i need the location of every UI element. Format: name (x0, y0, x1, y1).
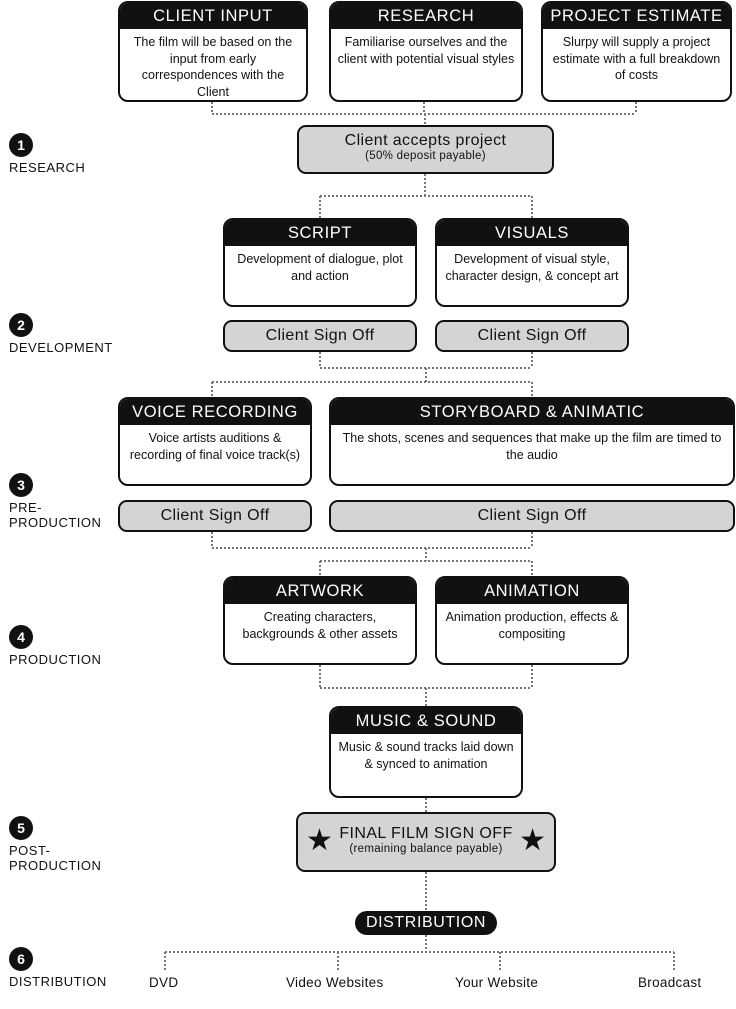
outlet-broadcast: Broadcast (638, 975, 702, 990)
project-estimate-card: PROJECT ESTIMATE Slurpy will supply a pr… (541, 1, 732, 102)
stage-label: PRODUCTION (9, 652, 102, 667)
storyboard-client-sign-off: Client Sign Off (329, 500, 735, 532)
storyboard-animatic-description: The shots, scenes and sequences that mak… (342, 431, 722, 462)
client-input-title: CLIENT INPUT (120, 3, 306, 29)
research-description: Familiarise ourselves and the client wit… (337, 35, 515, 66)
script-title: SCRIPT (225, 220, 415, 246)
animation-card: ANIMATION Animation production, effects … (435, 576, 629, 665)
artwork-card: ARTWORK Creating characters, backgrounds… (223, 576, 417, 665)
stage-label: DISTRIBUTION (9, 974, 107, 989)
outlet-video-websites: Video Websites (286, 975, 384, 990)
script-card: SCRIPT Development of dialogue, plot and… (223, 218, 417, 307)
outlet-dvd: DVD (149, 975, 179, 990)
animation-title: ANIMATION (437, 578, 627, 604)
visuals-card: VISUALS Development of visual style, cha… (435, 218, 629, 307)
music-sound-title: MUSIC & SOUND (331, 708, 521, 734)
stage-research: 1 RESEARCH (9, 133, 129, 175)
stage-label: RESEARCH (9, 160, 86, 175)
deposit-note: (50% deposit payable) (365, 150, 486, 162)
sign-off-label: Client Sign Off (160, 507, 270, 524)
stage-production: 4 PRODUCTION (9, 625, 129, 667)
visuals-client-sign-off: Client Sign Off (435, 320, 629, 352)
script-client-sign-off: Client Sign Off (223, 320, 417, 352)
stage-development: 2 DEVELOPMENT (9, 313, 129, 355)
storyboard-animatic-card: STORYBOARD & ANIMATIC The shots, scenes … (329, 397, 735, 486)
sign-off-label: Client Sign Off (477, 327, 587, 344)
stage-label: DEVELOPMENT (9, 340, 113, 355)
voice-client-sign-off: Client Sign Off (118, 500, 312, 532)
artwork-description: Creating characters, backgrounds & other… (242, 610, 398, 641)
distribution-pill: DISTRIBUTION (355, 911, 497, 935)
animation-description: Animation production, effects & composit… (445, 610, 619, 641)
visuals-title: VISUALS (437, 220, 627, 246)
sign-off-label: Client Sign Off (265, 327, 375, 344)
stage-number-badge: 5 (9, 816, 33, 840)
stage-post-production: 5 POST-PRODUCTION (9, 816, 119, 873)
research-card: RESEARCH Familiarise ourselves and the c… (329, 1, 523, 102)
final-film-sign-off-title: FINAL FILM SIGN OFF (339, 825, 513, 842)
script-description: Development of dialogue, plot and action (237, 252, 403, 283)
outlet-your-website: Your Website (455, 975, 539, 990)
balance-note: (remaining balance payable) (349, 843, 503, 855)
visuals-description: Development of visual style, character d… (445, 252, 619, 283)
stage-number-badge: 6 (9, 947, 33, 971)
client-input-description: The film will be based on the input from… (133, 35, 293, 99)
project-estimate-description: Slurpy will supply a project estimate wi… (552, 35, 721, 82)
music-sound-card: MUSIC & SOUND Music & sound tracks laid … (329, 706, 523, 798)
stage-number-badge: 1 (9, 133, 33, 157)
sign-off-label: Client Sign Off (477, 507, 587, 524)
stage-number-badge: 4 (9, 625, 33, 649)
client-accepts-project: Client accepts project (50% deposit paya… (297, 125, 554, 174)
stage-number-badge: 2 (9, 313, 33, 337)
voice-recording-description: Voice artists auditions & recording of f… (129, 431, 301, 462)
artwork-title: ARTWORK (225, 578, 415, 604)
stage-distribution: 6 DISTRIBUTION (9, 947, 129, 989)
stage-pre-production: 3 PRE-PRODUCTION (9, 473, 119, 530)
research-title: RESEARCH (331, 3, 521, 29)
stage-label: POST-PRODUCTION (9, 843, 102, 873)
client-input-card: CLIENT INPUT The film will be based on t… (118, 1, 308, 102)
music-sound-description: Music & sound tracks laid down & synced … (338, 740, 514, 771)
star-icon: ★ (306, 824, 333, 857)
storyboard-animatic-title: STORYBOARD & ANIMATIC (331, 399, 733, 425)
stage-label: PRE-PRODUCTION (9, 500, 102, 530)
final-film-sign-off: ★ ★ FINAL FILM SIGN OFF (remaining balan… (296, 812, 556, 872)
voice-recording-card: VOICE RECORDING Voice artists auditions … (118, 397, 312, 486)
voice-recording-title: VOICE RECORDING (120, 399, 310, 425)
client-accepts-title: Client accepts project (344, 132, 507, 149)
star-icon: ★ (519, 824, 546, 857)
stage-number-badge: 3 (9, 473, 33, 497)
project-estimate-title: PROJECT ESTIMATE (543, 3, 730, 29)
